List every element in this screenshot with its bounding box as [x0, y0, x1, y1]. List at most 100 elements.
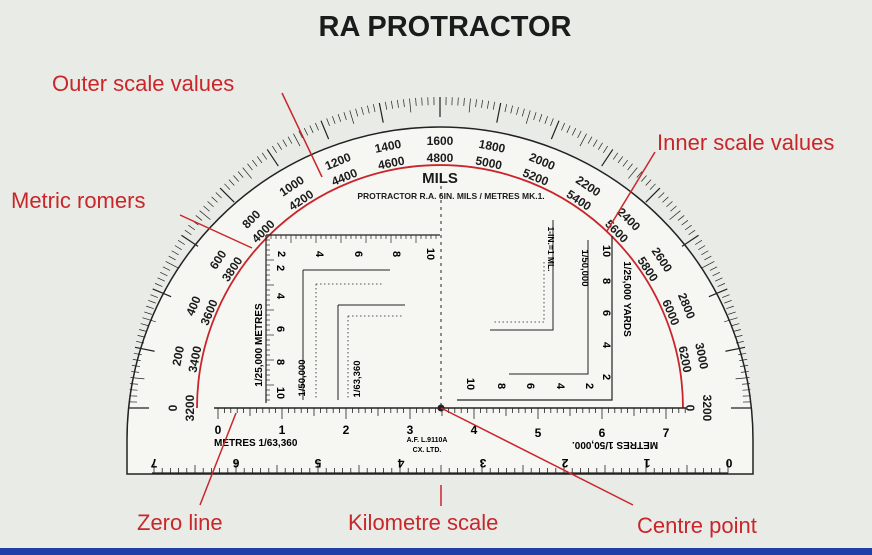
outer-tick	[384, 101, 388, 110]
outer-tick	[698, 245, 706, 250]
baseline-num-0: 0	[215, 423, 222, 437]
km-num-3: 3	[479, 456, 486, 470]
inner-label-3400: 3400	[186, 344, 205, 373]
outer-tick	[337, 114, 342, 122]
outer-tick	[566, 125, 571, 133]
outer-tick	[742, 383, 751, 385]
outer-tick	[636, 171, 643, 178]
right-romer-bottom-2: 2	[583, 383, 595, 389]
outer-tick	[468, 98, 471, 113]
outer-tick	[157, 277, 165, 282]
outer-tick	[315, 122, 319, 131]
outer-tick	[199, 210, 211, 220]
outer-tick	[136, 341, 145, 344]
outer-tick	[688, 229, 696, 236]
outer-tick	[242, 167, 252, 179]
outer-tick	[326, 118, 330, 126]
outer-tick	[684, 224, 692, 231]
outer-tick	[361, 106, 364, 115]
baseline-num-4: 4	[471, 423, 478, 437]
diagram-title: RA PROTRACTOR	[319, 11, 572, 43]
outer-tick	[256, 156, 263, 164]
outer-tick	[237, 171, 244, 178]
outer-tick	[733, 329, 742, 332]
outer-tick	[722, 294, 730, 298]
outer-tick	[137, 335, 146, 338]
outer-tick	[475, 99, 477, 108]
inner-label-0: 0	[683, 405, 697, 412]
km-num-6: 6	[232, 456, 239, 470]
outer-tick	[516, 106, 519, 115]
outer-tick	[129, 383, 138, 385]
callout-inner-scale: Inner scale values	[657, 130, 834, 155]
km-num-4: 4	[397, 456, 404, 470]
km-num-7: 7	[150, 456, 157, 470]
callout-kilometre-scale: Kilometre scale	[348, 510, 498, 535]
baseline-tick-marks	[217, 408, 686, 419]
outer-tick	[261, 152, 268, 160]
outer-tick	[152, 288, 172, 298]
outer-tick	[577, 130, 582, 139]
outer-tick	[504, 104, 507, 113]
outer-tick	[645, 179, 652, 186]
baseline-num-6: 6	[599, 426, 606, 440]
outer-tick	[571, 128, 577, 136]
outer-tick	[309, 125, 314, 133]
outer-tick	[550, 120, 560, 140]
left-romer-top-10: 10	[424, 248, 436, 260]
outer-label-200: 200	[169, 344, 187, 367]
outer-tick	[701, 250, 709, 256]
outer-tick	[658, 192, 665, 199]
callout-outer-scale: Outer scale values	[52, 71, 234, 96]
outer-tick	[533, 112, 537, 120]
outer-tick-marks	[129, 97, 751, 409]
outer-tick	[184, 229, 192, 236]
bottom-border-strip	[0, 548, 872, 555]
outer-label-0: 0	[166, 404, 180, 411]
outer-tick	[188, 224, 196, 231]
outer-tick	[717, 283, 726, 287]
outer-tick	[603, 145, 608, 153]
outer-tick	[195, 215, 203, 221]
outer-tick	[160, 271, 168, 277]
outer-label-1600: 1600	[427, 134, 454, 148]
left-romer-side-8: 8	[274, 359, 286, 365]
outer-tick	[277, 142, 282, 150]
outer-tick	[487, 100, 489, 109]
right-romer-side-2: 2	[600, 374, 612, 380]
outer-tick	[735, 341, 744, 344]
outer-tick	[510, 105, 513, 114]
right-romer-bottom-8: 8	[495, 383, 507, 389]
outer-tick	[130, 377, 145, 380]
outer-tick	[252, 159, 258, 167]
inner-label-6200: 6200	[676, 345, 695, 374]
outer-tick	[617, 156, 624, 164]
outer-tick	[415, 97, 417, 106]
outer-tick	[298, 130, 303, 139]
left-romer-side-10: 10	[274, 387, 286, 399]
outer-tick	[662, 196, 669, 203]
outer-tick	[622, 159, 628, 167]
outer-tick	[712, 271, 720, 277]
outer-tick	[731, 323, 740, 327]
outer-tick	[349, 110, 355, 124]
outer-tick	[538, 114, 543, 122]
outer-tick	[601, 149, 614, 167]
right-romer-inner-label: 1-IN.=1 ML.	[546, 226, 556, 271]
left-romer-label: 1/25,000 METRES	[254, 303, 265, 387]
outer-tick	[695, 240, 703, 245]
left-romer-side-2: 2	[274, 265, 286, 271]
baseline-num-2: 2	[343, 423, 350, 437]
callout-metric-romers: Metric romers	[11, 188, 145, 213]
baseline-num-1: 1	[279, 423, 286, 437]
callout-centre-point: Centre point	[637, 513, 757, 538]
outer-tick	[628, 167, 638, 179]
outer-tick	[144, 311, 152, 315]
inner-label-4800: 4800	[427, 151, 454, 165]
outer-tick	[215, 192, 222, 199]
right-romer-side-8: 8	[600, 278, 612, 284]
outer-tick	[228, 179, 235, 186]
outer-tick	[587, 136, 593, 144]
outer-tick	[492, 101, 496, 110]
